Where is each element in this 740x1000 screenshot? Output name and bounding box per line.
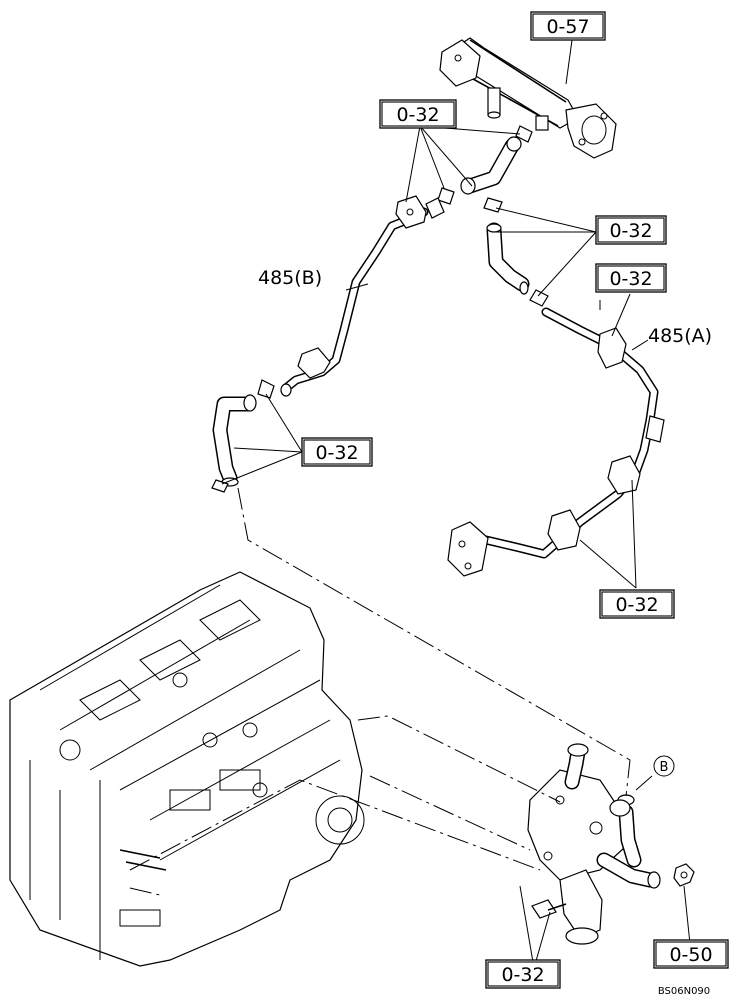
ref-clamp-pipe-a-label: 0-32 <box>609 268 652 290</box>
pipe-485a <box>447 307 665 577</box>
ref-egr-cooler: 0-57 <box>530 11 606 41</box>
ref-clamp-hose-b: 0-32 <box>301 437 373 467</box>
cylinder-block <box>9 571 365 967</box>
right-hose <box>483 197 549 307</box>
leader-lines <box>221 125 691 969</box>
ref-bracket-lower: 0-32 <box>599 589 675 619</box>
ref-clamp-mid-right-label: 0-32 <box>609 220 652 242</box>
marker-b: B <box>653 755 675 777</box>
ref-clamp-mid-right: 0-32 <box>595 215 667 245</box>
upper-hose <box>437 125 533 205</box>
ref-egr-cooler-label: 0-57 <box>546 16 589 38</box>
pipe-485b <box>280 195 445 397</box>
nut <box>673 863 695 887</box>
ref-clamp-top-label: 0-32 <box>396 104 439 126</box>
alignment-lines <box>129 300 631 897</box>
egr-cooler <box>439 37 617 159</box>
pipe-485a-label: 485(A) <box>648 325 712 347</box>
ref-clamp-pipe-a: 0-32 <box>595 263 667 293</box>
ref-nut-bottom-label: 0-50 <box>669 944 712 966</box>
ref-bolt-bottom-label: 0-32 <box>501 964 544 986</box>
diagram-code: BS06N090 <box>658 986 710 997</box>
ref-bolt-bottom: 0-32 <box>485 959 561 989</box>
ref-clamp-hose-b-label: 0-32 <box>315 442 358 464</box>
marker-b-label: B <box>660 760 669 775</box>
ref-bracket-lower-label: 0-32 <box>615 594 658 616</box>
pipe-485b-label: 485(B) <box>258 267 322 289</box>
left-hose <box>211 379 275 493</box>
ref-clamp-top: 0-32 <box>379 99 457 129</box>
ref-nut-bottom: 0-50 <box>653 939 729 969</box>
